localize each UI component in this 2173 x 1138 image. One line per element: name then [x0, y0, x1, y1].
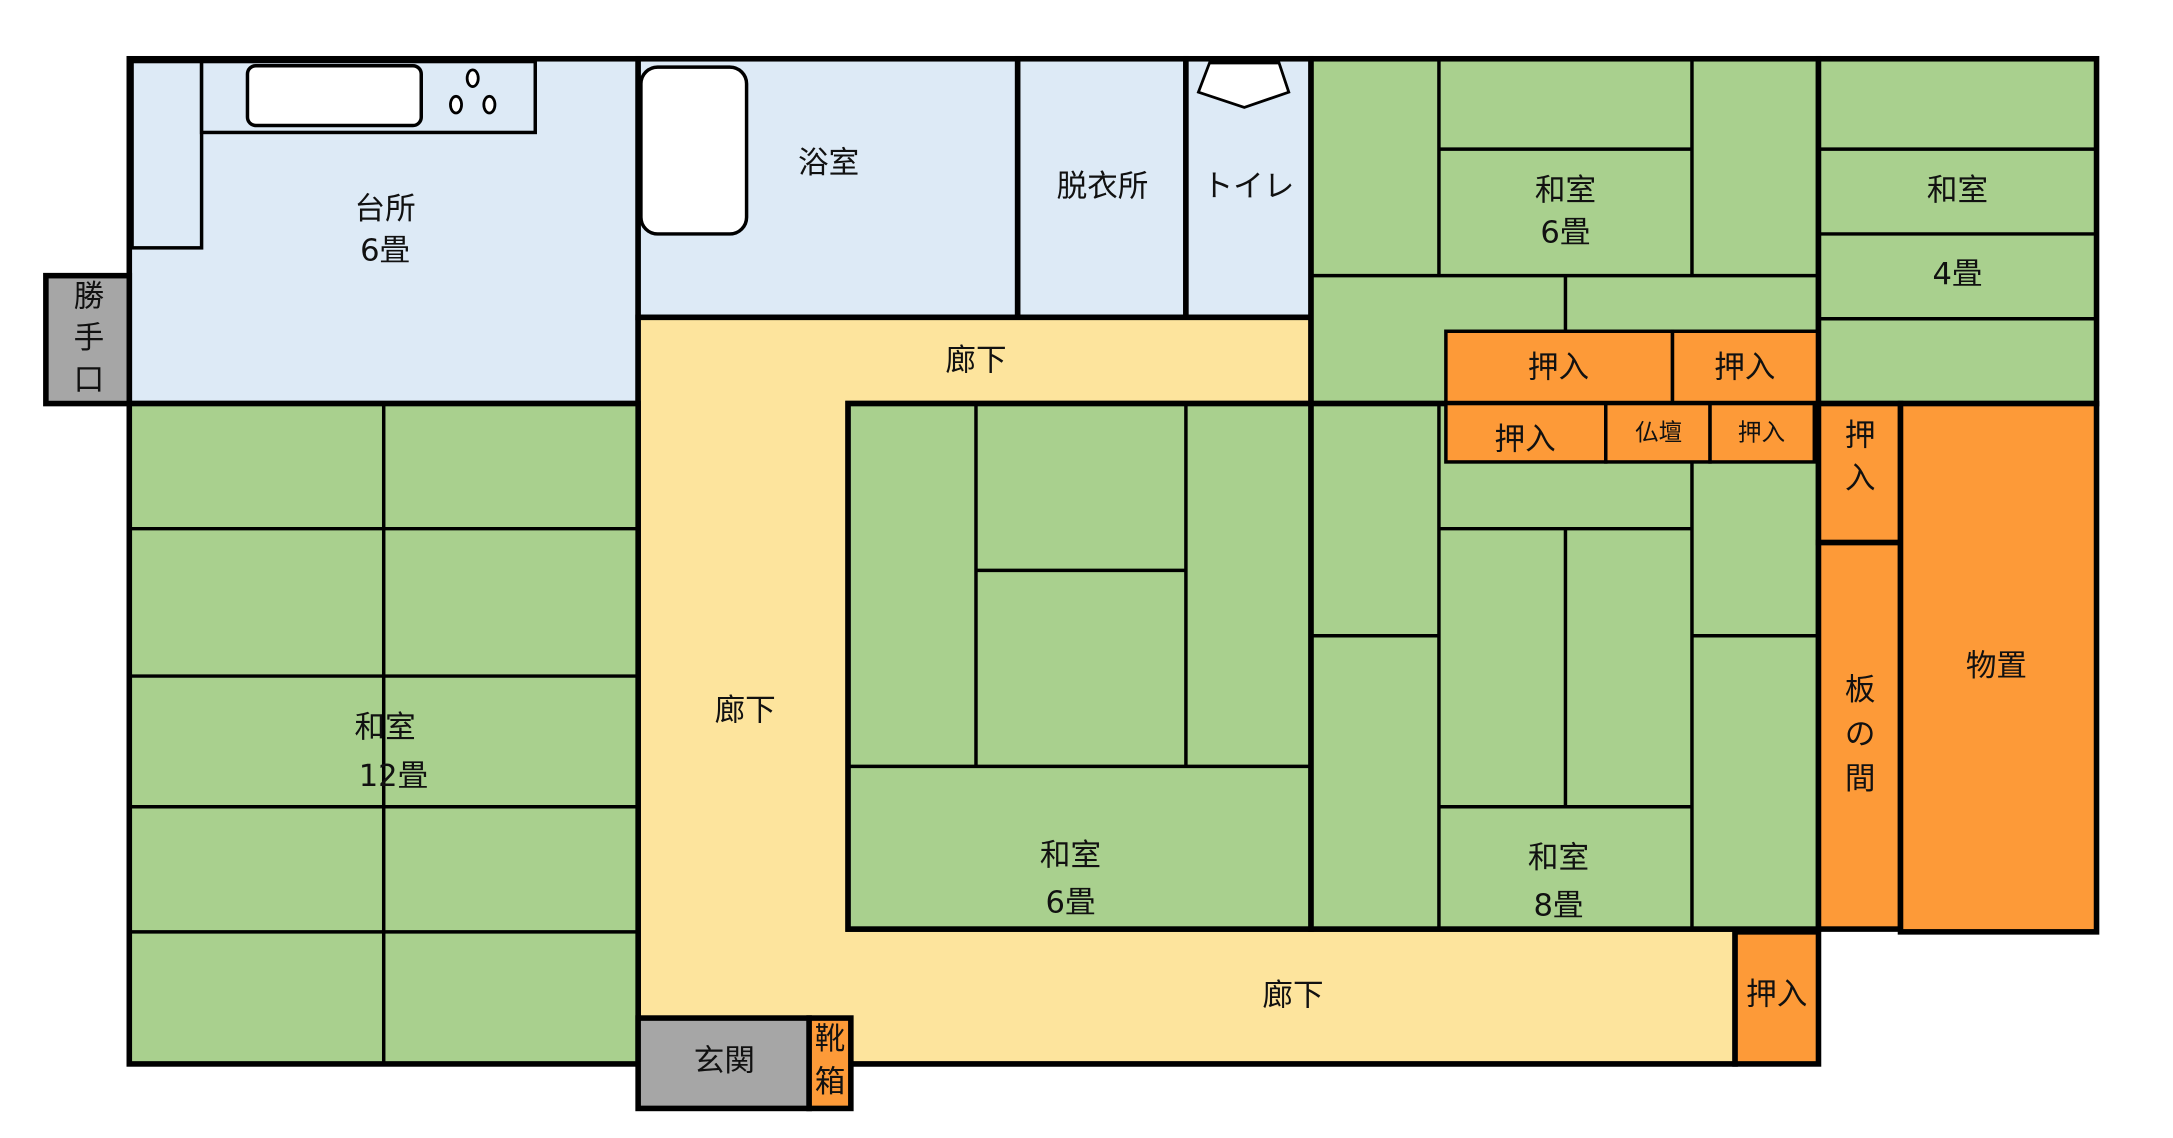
- closet-east[interactable]: 押 入: [1815, 400, 1904, 546]
- closet-label: 押入: [1746, 977, 1807, 1012]
- shoebox[interactable]: 靴 箱: [806, 1015, 854, 1112]
- room-washitsu-6-center[interactable]: 和室 6畳: [845, 400, 1314, 932]
- closet-label: 押入: [1528, 350, 1589, 385]
- stove-icon: [449, 68, 497, 115]
- room-storeroom[interactable]: 物置: [1897, 400, 2100, 935]
- label: 靴: [815, 1022, 846, 1057]
- room-bath[interactable]: 浴室: [635, 55, 1021, 321]
- room-label: 脱衣所: [1057, 170, 1149, 205]
- room-label: 浴室: [798, 146, 859, 181]
- label: 勝: [74, 279, 105, 314]
- closet: [1670, 329, 1821, 406]
- label: 押: [1845, 418, 1876, 453]
- label: 箱: [815, 1065, 846, 1100]
- butsudan: [1604, 401, 1712, 464]
- room-label: トイレ: [1203, 170, 1295, 205]
- closet-label: 押入: [1495, 423, 1556, 458]
- corridor-label: 廊下: [1262, 979, 1323, 1014]
- closet-south[interactable]: 押入: [1732, 929, 1822, 1067]
- room-washitsu-4[interactable]: 和室 4畳: [1815, 55, 2100, 407]
- closet-label: 押入: [1714, 350, 1775, 385]
- closet: [1444, 401, 1608, 464]
- room-itanoma[interactable]: 板 の 間: [1815, 539, 1904, 932]
- room-size: 12畳: [359, 759, 429, 794]
- room-size: 6畳: [360, 234, 410, 269]
- closet-label: 押入: [1738, 419, 1785, 447]
- label: 口: [74, 363, 105, 398]
- room-back-door[interactable]: 勝 手 口: [43, 272, 133, 407]
- room-washitsu-6-north[interactable]: 和室 6畳 押入 押入: [1308, 55, 1822, 407]
- closet: [1708, 401, 1817, 464]
- room-kitchen[interactable]: 台所 6畳: [126, 55, 641, 407]
- room-washitsu-12[interactable]: 和室 12畳: [126, 400, 641, 1067]
- room-size: 6畳: [1540, 215, 1590, 250]
- toilet-icon: [1196, 61, 1291, 109]
- room-size: 8畳: [1533, 888, 1583, 923]
- room-label: 和室: [1535, 174, 1596, 209]
- bathtub-icon: [639, 65, 749, 236]
- corridor-label: 廊下: [945, 343, 1006, 378]
- room-toilet[interactable]: トイレ: [1183, 55, 1314, 321]
- room-label: 玄関: [694, 1044, 755, 1079]
- label: 板: [1845, 673, 1876, 708]
- room-label: 和室: [1040, 838, 1101, 873]
- closet: [1444, 329, 1675, 406]
- label: 入: [1845, 462, 1876, 497]
- label: 手: [74, 321, 105, 356]
- room-washitsu-8[interactable]: 押入 仏壇 押入 和室 8畳: [1308, 400, 1822, 932]
- room-dressing[interactable]: 脱衣所: [1014, 55, 1189, 321]
- sink-icon: [245, 63, 423, 128]
- room-size: 4畳: [1932, 257, 1982, 292]
- room-entrance[interactable]: 玄関: [635, 1015, 812, 1112]
- room-size: 6畳: [1045, 886, 1095, 921]
- butsudan-label: 仏壇: [1635, 419, 1682, 447]
- counter-side: [130, 59, 204, 250]
- label: の: [1845, 717, 1876, 752]
- room-label: 物置: [1966, 649, 2027, 684]
- corridor-label: 廊下: [715, 694, 776, 729]
- room-label: 台所: [355, 192, 416, 227]
- room-label: 和室: [1927, 174, 1988, 209]
- room-label: 和室: [355, 710, 416, 745]
- room-label: 和室: [1528, 841, 1589, 876]
- label: 間: [1845, 762, 1876, 797]
